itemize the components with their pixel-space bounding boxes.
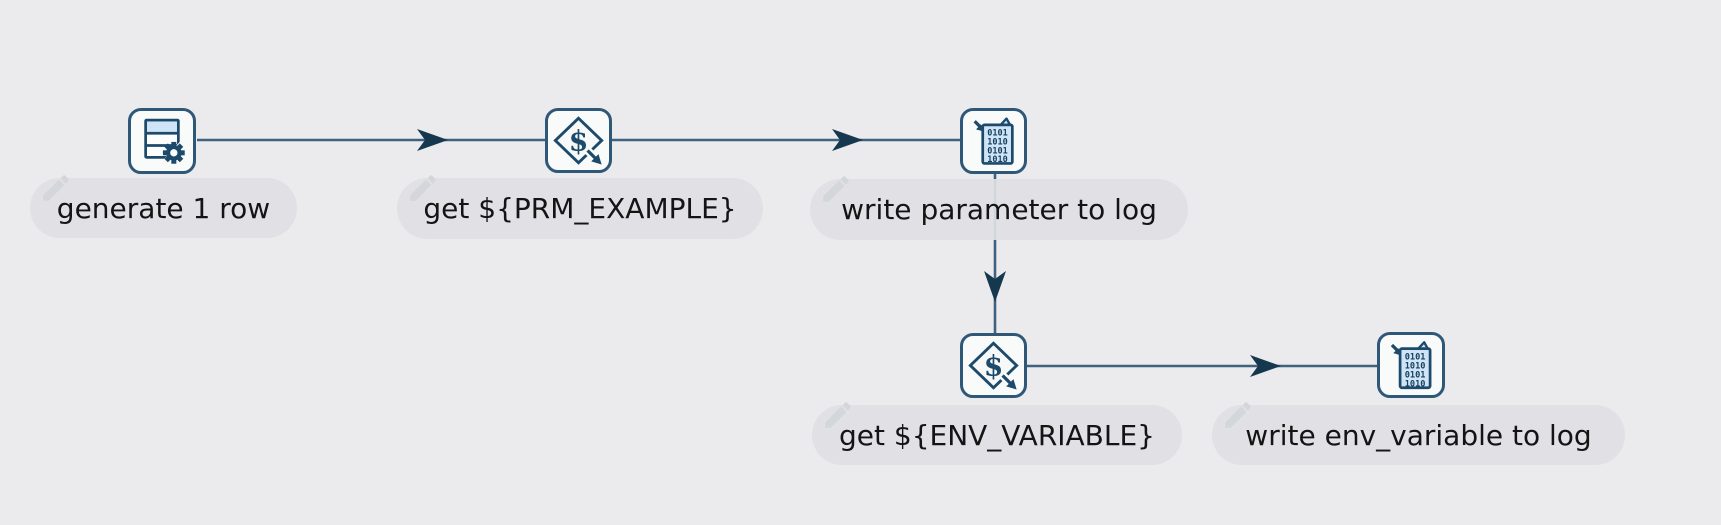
binary-line: 1010	[987, 138, 1008, 148]
transform-node-get-prm-example[interactable]: $	[545, 108, 612, 173]
edit-pencil-icon[interactable]	[1221, 398, 1255, 432]
hop-generate-to-getprm[interactable]	[197, 129, 545, 151]
transform-node-write-parameter-to-log[interactable]: 0101 1010 0101 1010	[960, 108, 1027, 174]
binary-line: 1010	[987, 155, 1008, 165]
node-label-text: generate 1 row	[56, 191, 271, 225]
node-label-write-parameter-to-log[interactable]: write parameter to log	[810, 176, 1188, 240]
node-label-write-env-variable-to-log[interactable]: write env_variable to log	[1212, 402, 1625, 465]
edit-pencil-icon[interactable]	[821, 398, 855, 432]
dollar-glyph: $	[984, 349, 1004, 382]
node-label-text: get ${PRM_EXAMPLE}	[423, 192, 737, 225]
edit-pencil-icon[interactable]	[406, 171, 440, 205]
hop-getprm-to-writeparam[interactable]	[612, 129, 960, 151]
table-gear-icon	[144, 118, 185, 164]
dollar-diamond-icon: $	[553, 116, 604, 165]
binary-line: 1010	[1405, 379, 1426, 389]
transform-node-get-env-variable[interactable]: $	[960, 333, 1027, 398]
binary-line: 1010	[1405, 362, 1426, 372]
node-label-text: get ${ENV_VARIABLE}	[839, 418, 1155, 452]
transform-node-write-env-variable-to-log[interactable]: 0101 1010 0101 1010	[1377, 332, 1445, 398]
transform-node-generate-1-row[interactable]	[128, 108, 196, 174]
node-label-text: write env_variable to log	[1245, 418, 1592, 452]
node-label-text: write parameter to log	[841, 193, 1157, 226]
dollar-diamond-icon: $	[968, 341, 1019, 390]
binary-line: 0101	[1405, 353, 1426, 363]
binary-line: 0101	[987, 147, 1008, 157]
binary-document-icon: 0101 1010 0101 1010	[1390, 341, 1432, 389]
node-label-get-env-variable[interactable]: get ${ENV_VARIABLE}	[812, 402, 1182, 465]
edit-pencil-icon[interactable]	[39, 171, 73, 205]
node-label-get-prm-example[interactable]: get ${PRM_EXAMPLE}	[397, 175, 763, 239]
node-label-generate-1-row[interactable]: generate 1 row	[30, 175, 297, 238]
hop-getenv-to-writeenv[interactable]	[1027, 355, 1377, 377]
edit-pencil-icon[interactable]	[819, 172, 853, 206]
binary-line: 0101	[1405, 371, 1426, 381]
dollar-glyph: $	[569, 124, 589, 157]
binary-document-icon: 0101 1010 0101 1010	[973, 117, 1014, 165]
binary-line: 0101	[987, 129, 1008, 139]
